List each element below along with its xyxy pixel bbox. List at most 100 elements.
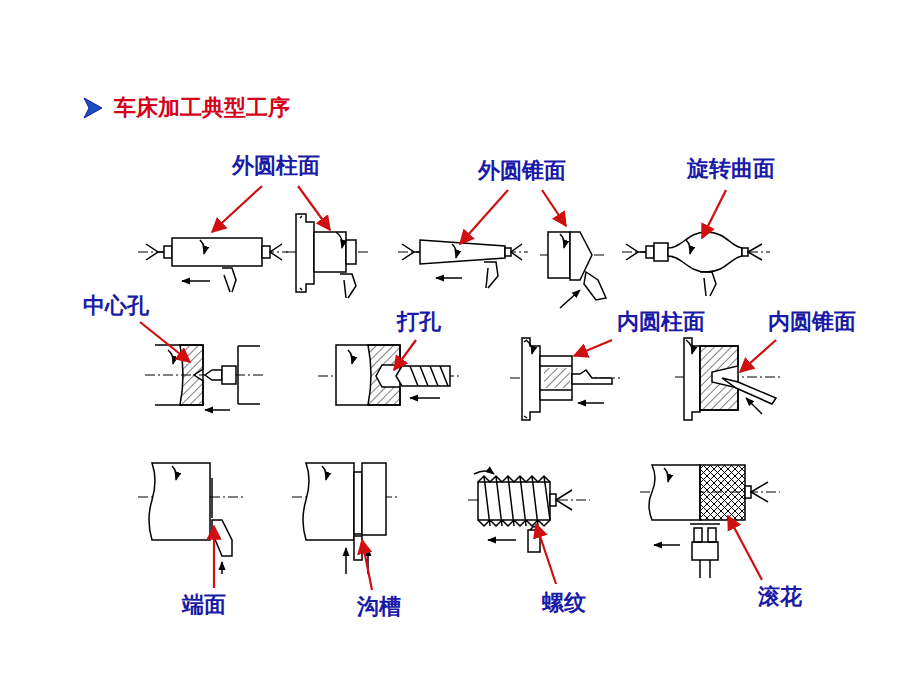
inner-cone-sketch-part (686, 340, 692, 354)
facing-sketch-part (211, 478, 213, 518)
center-hole-sketch-part (168, 350, 173, 364)
outer-cylinder-sketch-part (270, 244, 282, 260)
outer-cylinder-sketch-part (336, 232, 342, 248)
knurling-sketch-part (664, 468, 669, 482)
grooving-sketch-part (362, 463, 386, 535)
operation-label: 内圆柱面 (615, 309, 707, 334)
outer-cylinder-sketch-part (200, 240, 205, 254)
threading-sketch-part (484, 476, 550, 526)
outer-taper-sketch-part (484, 262, 498, 288)
leader-arrows-part (213, 526, 215, 588)
curved-surface-sketch-part (654, 243, 668, 261)
center-hole-sketch-part (222, 366, 236, 384)
inner-cylinder-sketch-part (524, 340, 527, 418)
outer-taper-sketch-part (548, 232, 570, 278)
knurling-sketch-part (649, 465, 700, 520)
drilling-sketch-part (336, 345, 400, 405)
operation-label: 中心孔 (81, 293, 151, 318)
outer-cylinder-sketch-part (222, 268, 236, 292)
knurling-sketch-part (654, 544, 680, 546)
inner-cone-sketch-part (684, 338, 700, 420)
centerlines (138, 252, 780, 500)
title-marker (84, 98, 102, 118)
center-hole-sketch-part (205, 409, 230, 411)
drilling-sketch-part (368, 345, 400, 405)
inner-cylinder-sketch (522, 338, 612, 420)
inner-cone-sketch (684, 338, 776, 420)
drilling-sketch-part (410, 366, 448, 386)
drilling-sketch-part (348, 350, 353, 364)
grooving-sketch (303, 463, 386, 574)
leader-arrows-part (574, 340, 612, 356)
curved-surface-sketch-part (700, 272, 716, 296)
drilling-sketch-part (410, 397, 440, 399)
center-hole-sketch-part (238, 346, 260, 404)
leader-arrows-part (140, 322, 190, 362)
outer-cylinder-sketch-part (340, 274, 356, 298)
facing-sketch (149, 463, 232, 574)
grooving-sketch-part (354, 536, 362, 560)
drilling-sketch (336, 345, 450, 405)
outer-cylinder-sketch-part (314, 232, 346, 272)
inner-cone-sketch-part (700, 346, 738, 410)
facing-sketch-part (172, 466, 177, 480)
outer-taper-sketch-part (511, 244, 522, 260)
knurling-sketch-part (700, 465, 745, 520)
curved-surface-sketch-part (748, 244, 762, 260)
outer-cylinder-sketch-part (300, 216, 302, 290)
facing-sketch-part (221, 562, 223, 574)
slide-title: 车床加工典型工序 (114, 95, 290, 120)
outer-taper-sketch-part (436, 277, 462, 279)
outer-taper-sketch-part (584, 272, 606, 300)
inner-cylinder-sketch-part (544, 368, 570, 388)
leader-arrows-part (536, 524, 556, 584)
curved-surface-sketch-part (646, 246, 654, 258)
grooving-sketch-part (345, 548, 347, 574)
outer-cylinder-sketch-part (164, 246, 172, 258)
curved-surface-sketch (626, 232, 762, 296)
leader-arrows-part (728, 516, 762, 580)
outer-cylinder-sketch-part (182, 280, 210, 282)
outer-taper-sketch-part (452, 244, 457, 258)
leader-arrows-part (542, 190, 566, 226)
leader-arrows-part (394, 340, 416, 370)
leader-arrows-part (702, 190, 726, 238)
operation-label: 螺纹 (540, 590, 588, 615)
inner-cone-sketch-part (746, 398, 762, 414)
knurling-sketch-part (751, 482, 768, 502)
operation-label: 打孔 (395, 309, 443, 334)
outer-taper-sketch-part (402, 244, 420, 260)
curved-surface-sketch-part (668, 232, 742, 272)
inner-cylinder-sketch-part (578, 402, 604, 404)
outer-taper-sketch-part (560, 290, 580, 308)
threading-sketch-part (556, 490, 572, 510)
drilling-sketch-part (396, 366, 450, 386)
outer-taper-sketch-part (420, 240, 505, 264)
outer-cylinder-sketch (146, 214, 356, 298)
operation-label: 外圆柱面 (230, 153, 322, 178)
leader-arrows-part (740, 340, 776, 372)
leader-arrows-part (460, 190, 508, 244)
threading-sketch-part (478, 476, 550, 482)
outer-taper-sketch-part (560, 234, 565, 248)
operation-label: 内圆锥面 (766, 309, 858, 334)
title-marker-part (84, 98, 102, 118)
leader-arrows (140, 186, 776, 590)
curved-surface-sketch-part (686, 240, 691, 254)
center-hole-sketch (155, 345, 260, 410)
threading-sketch (474, 471, 572, 552)
leader-arrows-part (298, 186, 330, 230)
curved-surface-sketch-part (626, 244, 646, 260)
inner-cylinder-sketch-part (540, 366, 572, 390)
inner-cylinder-sketch-part (572, 370, 612, 384)
outer-cylinder-sketch-part (172, 238, 262, 266)
grooving-sketch-part (303, 463, 354, 540)
operation-label: 外圆锥面 (476, 158, 568, 183)
threading-sketch-part (488, 539, 516, 541)
grooving-sketch-part (354, 472, 362, 534)
inner-cylinder-sketch-part (522, 338, 540, 420)
knurling-sketch (649, 465, 768, 578)
knurling-sketch-part (690, 524, 720, 578)
outer-cylinder-sketch-part (346, 240, 356, 264)
